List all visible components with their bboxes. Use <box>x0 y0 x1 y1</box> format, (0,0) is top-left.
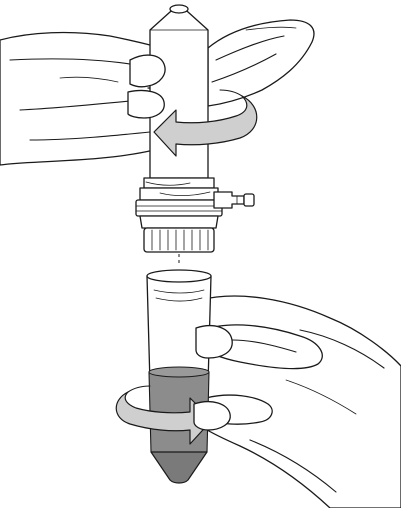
lower-right-hand <box>200 296 401 508</box>
threaded-collar <box>136 178 222 216</box>
knurled-cap <box>140 216 218 252</box>
upper-filter-tube <box>150 5 208 178</box>
side-port-nozzle <box>214 192 254 208</box>
collection-tube <box>147 270 211 483</box>
upper-right-hand <box>208 20 314 106</box>
